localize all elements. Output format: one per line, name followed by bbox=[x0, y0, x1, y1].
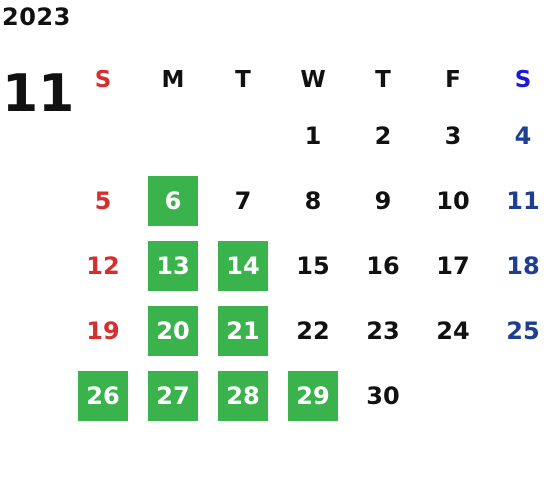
day-cell[interactable]: 13 bbox=[138, 233, 208, 298]
day-number[interactable]: 15 bbox=[296, 251, 330, 280]
day-cell[interactable]: 27 bbox=[138, 363, 208, 428]
day-number bbox=[498, 371, 548, 421]
day-cell[interactable]: 3 bbox=[418, 103, 488, 168]
day-number[interactable]: 28 bbox=[218, 370, 268, 421]
day-cell[interactable]: 9 bbox=[348, 168, 418, 233]
day-cell[interactable]: 4 bbox=[488, 103, 548, 168]
day-number[interactable]: 22 bbox=[296, 316, 330, 345]
day-cell[interactable]: 6 bbox=[138, 168, 208, 233]
weekday-header-sat: S bbox=[514, 67, 532, 93]
day-cell[interactable]: 16 bbox=[348, 233, 418, 298]
weekday-header-fri: F bbox=[445, 67, 461, 93]
day-number[interactable]: 3 bbox=[444, 121, 462, 150]
day-number bbox=[148, 111, 198, 161]
day-cell[interactable]: 19 bbox=[68, 298, 138, 363]
calendar-grid: S M T W T F S 1 2 3 4 5 6 7 8 9 10 11 12… bbox=[68, 58, 548, 428]
day-number[interactable]: 20 bbox=[148, 305, 198, 356]
day-cell[interactable]: 15 bbox=[278, 233, 348, 298]
day-number[interactable]: 19 bbox=[86, 316, 120, 345]
day-cell bbox=[488, 363, 548, 428]
day-number[interactable]: 10 bbox=[436, 186, 470, 215]
day-cell[interactable]: 5 bbox=[68, 168, 138, 233]
day-cell bbox=[68, 103, 138, 168]
day-cell bbox=[208, 103, 278, 168]
day-number[interactable]: 27 bbox=[148, 370, 198, 421]
day-number[interactable]: 7 bbox=[234, 186, 252, 215]
day-number[interactable]: 8 bbox=[304, 186, 322, 215]
day-number[interactable]: 21 bbox=[218, 305, 268, 356]
day-cell[interactable]: 28 bbox=[208, 363, 278, 428]
day-cell[interactable]: 24 bbox=[418, 298, 488, 363]
month-label: 11 bbox=[2, 64, 75, 124]
day-number[interactable]: 9 bbox=[374, 186, 392, 215]
day-number[interactable]: 1 bbox=[304, 121, 322, 150]
day-cell[interactable]: 14 bbox=[208, 233, 278, 298]
weekday-header-tue: T bbox=[235, 67, 251, 93]
day-number[interactable]: 24 bbox=[436, 316, 470, 345]
day-number[interactable]: 18 bbox=[506, 251, 540, 280]
day-number[interactable]: 12 bbox=[86, 251, 120, 280]
day-number[interactable]: 11 bbox=[506, 186, 540, 215]
day-cell bbox=[418, 363, 488, 428]
weekday-header-thu: T bbox=[375, 67, 391, 93]
day-number[interactable]: 30 bbox=[366, 381, 400, 410]
day-cell[interactable]: 1 bbox=[278, 103, 348, 168]
day-cell[interactable]: 22 bbox=[278, 298, 348, 363]
day-cell[interactable]: 10 bbox=[418, 168, 488, 233]
day-number bbox=[428, 371, 478, 421]
day-cell[interactable]: 20 bbox=[138, 298, 208, 363]
day-cell[interactable]: 11 bbox=[488, 168, 548, 233]
weekday-header-mon: M bbox=[161, 67, 185, 93]
day-number[interactable]: 25 bbox=[506, 316, 540, 345]
day-cell[interactable]: 21 bbox=[208, 298, 278, 363]
day-cell[interactable]: 29 bbox=[278, 363, 348, 428]
day-cell[interactable]: 30 bbox=[348, 363, 418, 428]
day-cell[interactable]: 8 bbox=[278, 168, 348, 233]
day-cell[interactable]: 12 bbox=[68, 233, 138, 298]
day-number[interactable]: 2 bbox=[374, 121, 392, 150]
year-label: 2023 bbox=[2, 3, 71, 31]
day-number[interactable]: 6 bbox=[148, 175, 198, 226]
day-number[interactable]: 14 bbox=[218, 240, 268, 291]
day-cell[interactable]: 23 bbox=[348, 298, 418, 363]
day-cell[interactable]: 25 bbox=[488, 298, 548, 363]
weekday-header-sun: S bbox=[94, 67, 112, 93]
day-number[interactable]: 5 bbox=[94, 186, 112, 215]
day-cell[interactable]: 18 bbox=[488, 233, 548, 298]
day-number[interactable]: 26 bbox=[78, 370, 128, 421]
day-cell[interactable]: 26 bbox=[68, 363, 138, 428]
day-number[interactable]: 4 bbox=[514, 121, 532, 150]
day-number[interactable]: 17 bbox=[436, 251, 470, 280]
day-cell[interactable]: 17 bbox=[418, 233, 488, 298]
day-cell[interactable]: 2 bbox=[348, 103, 418, 168]
day-number[interactable]: 16 bbox=[366, 251, 400, 280]
day-number[interactable]: 13 bbox=[148, 240, 198, 291]
day-number bbox=[78, 111, 128, 161]
day-cell bbox=[138, 103, 208, 168]
day-number bbox=[218, 111, 268, 161]
day-cell[interactable]: 7 bbox=[208, 168, 278, 233]
day-number[interactable]: 29 bbox=[288, 370, 338, 421]
weekday-header-wed: W bbox=[300, 67, 326, 93]
day-number[interactable]: 23 bbox=[366, 316, 400, 345]
